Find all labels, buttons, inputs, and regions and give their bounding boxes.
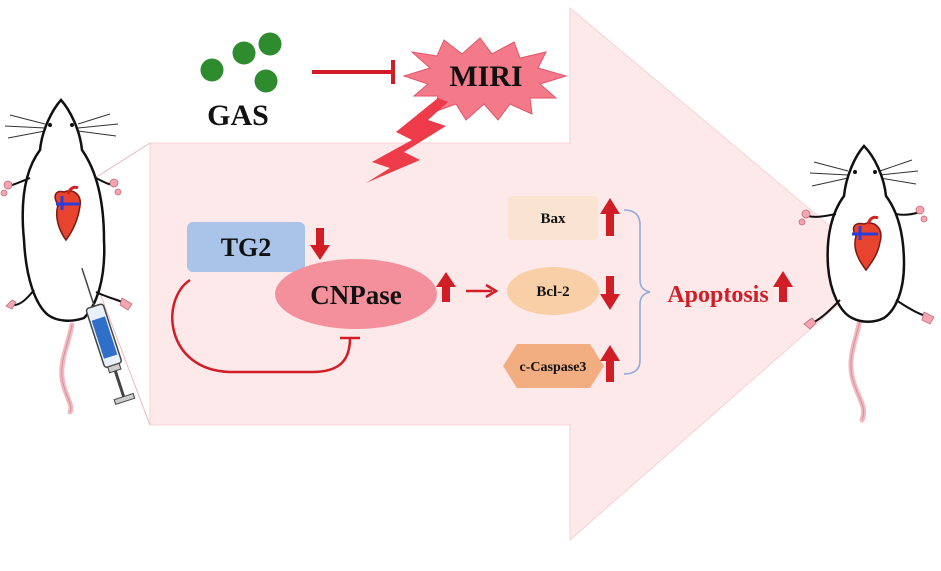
bax-label: Bax — [540, 211, 566, 227]
cnpase-ellipse — [275, 259, 437, 329]
lightning-bolt-icon — [366, 98, 448, 183]
bcl2-ellipse — [507, 267, 599, 315]
cnpase-up-arrow-icon — [436, 272, 456, 302]
miri-burst-icon — [402, 37, 568, 121]
syringe-icon — [81, 267, 136, 406]
process-arrow-background — [149, 6, 881, 542]
caspase3-up-arrow-icon — [600, 345, 620, 382]
caspase3-hexagon — [503, 344, 604, 388]
feedback-inhibition-curve — [171, 278, 352, 374]
bcl2-label: Bcl-2 — [536, 284, 569, 300]
grouping-bracket — [623, 209, 651, 375]
apoptosis-label: Apoptosis — [667, 282, 768, 308]
tg2-down-arrow-icon — [310, 228, 330, 260]
tg2-box — [187, 222, 305, 272]
miri-label: MIRI — [449, 60, 522, 93]
gas-molecule-icon — [200, 32, 282, 93]
bax-up-arrow-icon — [600, 198, 620, 236]
bax-box — [508, 196, 598, 240]
tg2-label: TG2 — [221, 233, 272, 262]
gas-inhibits-miri-line — [312, 60, 395, 84]
left-heart-icon — [54, 185, 81, 242]
cnpase-to-bcl2-arrow — [466, 283, 499, 299]
right-heart-icon — [852, 215, 882, 272]
apoptosis-up-arrow-icon — [773, 271, 793, 302]
bcl2-down-arrow-icon — [600, 276, 620, 310]
gas-label: GAS — [207, 99, 269, 132]
cnpase-label: CNPase — [310, 280, 401, 310]
zoom-line-bottom — [94, 279, 151, 426]
caspase3-label: c-Caspase3 — [520, 360, 587, 375]
zoom-line-top — [94, 142, 151, 179]
